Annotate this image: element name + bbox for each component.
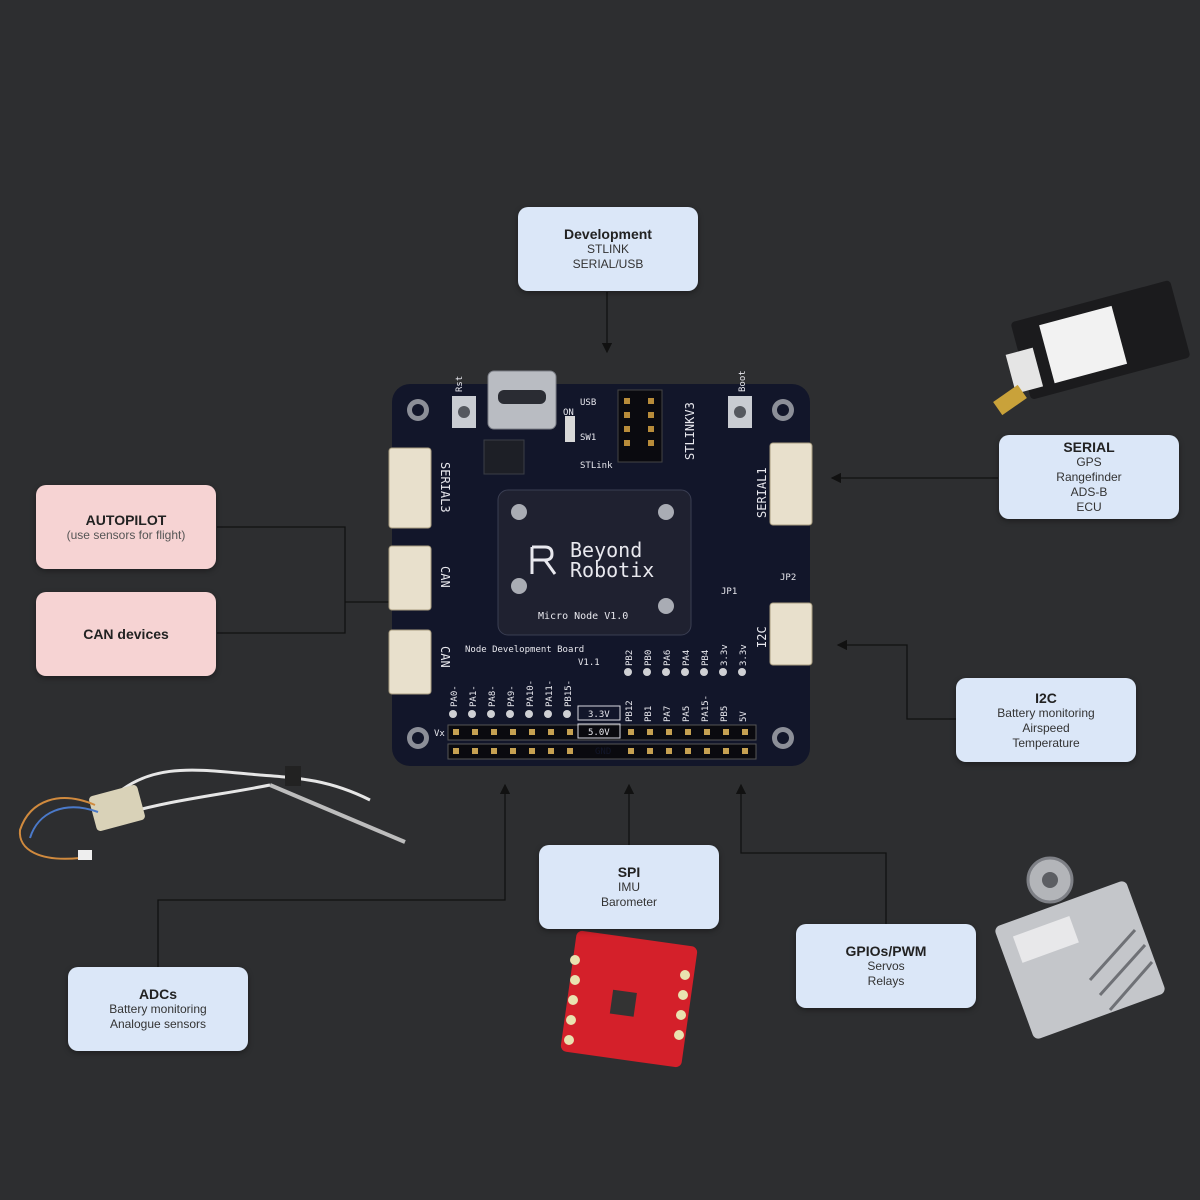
serial-box: SERIAL GPS Rangefinder ADS-B ECU: [999, 435, 1179, 519]
autopilot-line: [217, 526, 346, 602]
pin-label: PA9-: [507, 685, 517, 707]
adcs-arrow: [157, 783, 511, 967]
board-name: Node Development Board: [465, 645, 584, 655]
pin-label: PA4: [682, 650, 692, 666]
gnd-header-row: [447, 743, 757, 760]
pin-label: PB2: [625, 650, 635, 666]
adcs-line: Analogue sensors: [109, 1017, 207, 1031]
pin-label: PA8-: [488, 685, 498, 707]
airspeed-sensor-image: [18, 766, 406, 860]
label-jp2: JP2: [780, 573, 796, 583]
pin-label: PB15-: [564, 680, 574, 707]
label-vx: Vx: [434, 729, 445, 739]
development-line: STLINK: [586, 242, 629, 256]
spi-line: Barometer: [600, 895, 658, 909]
imu-board-image: [560, 930, 698, 1068]
spi-box: SPI IMU Barometer: [539, 845, 719, 929]
development-line: SERIAL/USB: [572, 257, 644, 271]
pin-label: PB5: [720, 706, 730, 722]
can-devices-line: [217, 602, 346, 634]
label-3v3: 3.3V: [588, 710, 610, 720]
pin-label: 3.3v: [739, 644, 749, 666]
gpios-box: GPIOs/PWM Servos Relays: [796, 924, 976, 1008]
serial-line: ADS-B: [1070, 485, 1108, 499]
label-gnd: GND: [595, 747, 611, 757]
pin-label: PA11-: [545, 680, 555, 707]
pin-label: PB12: [625, 700, 635, 722]
i2c-arrow: [836, 639, 956, 720]
label-stlinkv3: STLINKV3: [683, 402, 697, 460]
pin-label: PB1: [644, 706, 654, 722]
i2c-line: Airspeed: [1022, 720, 1070, 735]
pin-label: PB0: [644, 650, 654, 666]
serial-title: SERIAL: [1063, 439, 1115, 455]
i2c-connector: [769, 602, 813, 666]
pin-label: PA15-: [701, 695, 711, 722]
pin-header-row: [447, 724, 757, 741]
i2c-box: I2C Battery monitoring Airspeed Temperat…: [956, 678, 1136, 762]
serial1-connector: [769, 442, 813, 526]
development-box: Development STLINK SERIAL/USB: [518, 207, 698, 291]
label-on: ON: [563, 408, 574, 418]
spi-title: SPI: [617, 864, 641, 880]
module-name: Micro Node V1.0: [538, 611, 628, 622]
can-connector-bottom: [388, 629, 432, 695]
pin-label: PA6: [663, 650, 673, 666]
serial-line: Rangefinder: [1056, 470, 1122, 484]
pin-label: PA1-: [469, 685, 479, 707]
brand-line-1: Beyond: [570, 538, 642, 562]
micro-node-module: [497, 489, 692, 636]
autopilot-line: (use sensors for flight): [66, 527, 186, 542]
label-can-top: CAN: [438, 566, 452, 588]
gpios-arrow: [735, 783, 887, 924]
gpios-line: Relays: [867, 974, 905, 988]
adcs-title: ADCs: [138, 986, 178, 1002]
label-boot: Boot: [738, 370, 748, 392]
pin-label: PA5: [682, 706, 692, 722]
can-devices-box: CAN devices: [36, 592, 216, 676]
pin-label: PA7: [663, 706, 673, 722]
label-i2c: I2C: [755, 626, 769, 648]
label-serial1: SERIAL1: [755, 467, 769, 518]
serial3-connector: [388, 447, 432, 529]
adcs-line: Battery monitoring: [109, 1002, 207, 1016]
i2c-title: I2C: [1035, 689, 1057, 706]
label-sw1: SW1: [580, 433, 596, 443]
header-row-top: [449, 668, 746, 718]
gps-module-image: [993, 280, 1190, 416]
i2c-line: Battery monitoring: [997, 705, 1095, 720]
pin-label: PB4: [701, 650, 711, 666]
pin-label: PA0-: [450, 685, 460, 707]
can-devices-title: CAN devices: [83, 626, 169, 642]
adcs-box: ADCs Battery monitoring Analogue sensors: [68, 967, 248, 1051]
pin-label: 5V: [739, 711, 749, 722]
label-serial3: SERIAL3: [438, 462, 452, 513]
pin-label: PA10-: [526, 680, 536, 707]
autopilot-title: AUTOPILOT: [85, 511, 167, 528]
serial-line: ECU: [1076, 500, 1102, 514]
brand-line-2: Robotix: [570, 558, 654, 582]
spi-line: IMU: [618, 880, 640, 894]
i2c-line: Temperature: [1012, 735, 1080, 750]
label-can-bottom: CAN: [438, 646, 452, 668]
label-usb: USB: [580, 398, 596, 408]
servo-image: [995, 856, 1165, 1039]
autopilot-box: AUTOPILOT (use sensors for flight): [36, 485, 216, 569]
label-stlink: STLink: [580, 461, 613, 471]
label-jp1: JP1: [721, 587, 737, 597]
gpios-line: Servos: [867, 959, 905, 973]
development-title: Development: [564, 226, 652, 242]
gpios-title: GPIOs/PWM: [845, 943, 927, 959]
label-5v0: 5.0V: [588, 728, 610, 738]
can-connector-top: [388, 545, 432, 611]
label-rst: Rst: [455, 376, 465, 392]
board-version: V1.1: [578, 658, 600, 668]
serial-line: GPS: [1076, 455, 1102, 469]
pin-label: 3.3v: [720, 644, 730, 666]
